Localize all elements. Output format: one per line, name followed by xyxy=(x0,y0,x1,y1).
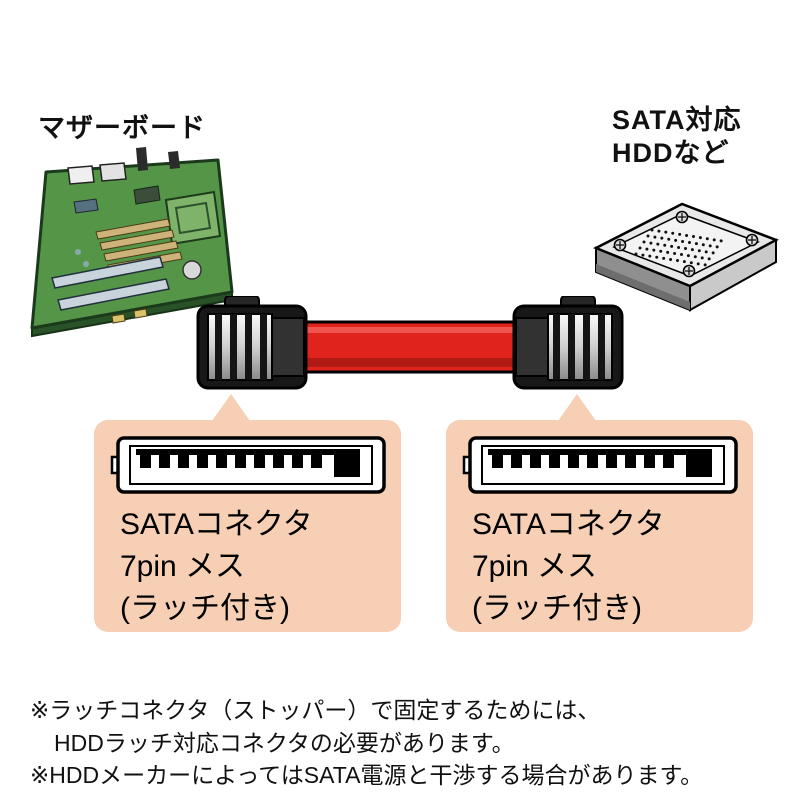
hdd-icon xyxy=(586,190,786,335)
hdd-label-line1: SATA対応 xyxy=(612,105,742,135)
callout-left-line2: 7pin メス xyxy=(120,550,246,583)
motherboard-label: マザーボード xyxy=(38,113,206,143)
footnote-line1: ※ラッチコネクタ（ストッパー）で固定するためには、 xyxy=(30,697,601,723)
callout-left-line3: (ラッチ付き) xyxy=(120,592,290,625)
callout-left-pointer xyxy=(212,394,250,421)
footnote-line2: HDDラッチ対応コネクタの必要があります。 xyxy=(54,729,515,756)
callout-left-line1: SATAコネクタ xyxy=(120,508,313,541)
footnote-line3: ※HDDメーカーによってはSATA電源と干渉する場合があります。 xyxy=(30,762,704,789)
callout-right-line3: (ラッチ付き) xyxy=(472,592,642,625)
sata-cable-icon xyxy=(195,294,625,405)
callout-left: SATAコネクタ 7pin メス (ラッチ付き) xyxy=(94,394,401,632)
sata-connector-diagram-icon xyxy=(110,436,386,494)
sata-cable-illustration-svg xyxy=(196,294,624,390)
callout-right-text: SATAコネクタ 7pin メス (ラッチ付き) xyxy=(446,504,753,630)
callout-right-pointer xyxy=(558,394,596,421)
hdd-label: SATA対応 HDDなど xyxy=(612,104,742,170)
footnotes: ※ラッチコネクタ（ストッパー）で固定するためには、 HDDラッチ対応コネクタの必… xyxy=(30,694,780,792)
motherboard-icon xyxy=(16,140,248,363)
callout-left-text: SATAコネクタ 7pin メス (ラッチ付き) xyxy=(94,504,401,630)
callout-right-line1: SATAコネクタ xyxy=(472,508,665,541)
callout-right-line2: 7pin メス xyxy=(472,550,598,583)
sata-connector-diagram-icon xyxy=(462,436,738,494)
callout-right: SATAコネクタ 7pin メス (ラッチ付き) xyxy=(446,394,753,632)
motherboard-illustration-svg xyxy=(30,147,234,338)
hdd-illustration-svg xyxy=(592,202,780,312)
hdd-label-line2: HDDなど xyxy=(612,137,730,168)
